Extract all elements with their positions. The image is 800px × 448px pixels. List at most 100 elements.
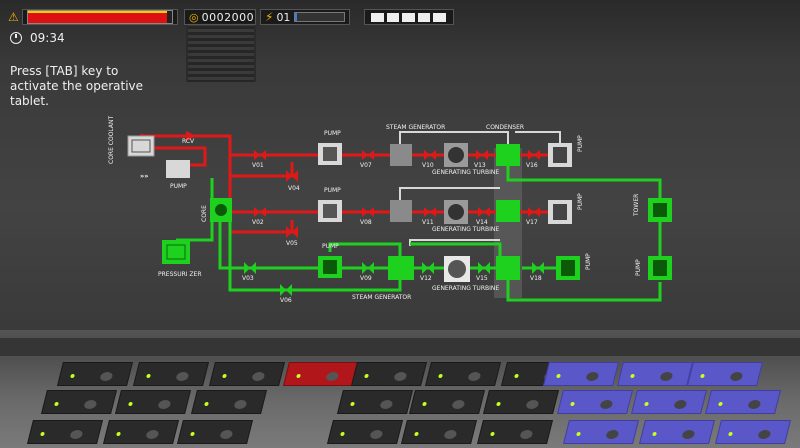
control-card[interactable]	[41, 390, 117, 414]
core-coolant-tank[interactable]	[127, 135, 155, 157]
valve-v10-icon[interactable]	[424, 150, 436, 160]
control-card[interactable]	[425, 362, 501, 386]
condenser-1[interactable]	[496, 144, 520, 166]
valve-v12-icon[interactable]	[422, 262, 434, 274]
control-knob-icon[interactable]	[757, 430, 772, 439]
steam-generator-3[interactable]	[388, 256, 414, 280]
valve-v08-icon[interactable]	[362, 207, 374, 217]
control-knob-icon[interactable]	[525, 400, 540, 409]
label-v12: V12	[420, 275, 432, 282]
control-knob-icon[interactable]	[251, 372, 266, 381]
inventory-slot	[371, 12, 384, 22]
valve-v02-icon[interactable]	[254, 207, 266, 217]
control-knob-icon[interactable]	[519, 430, 534, 439]
indicator-led-icon	[190, 432, 195, 436]
valve-v04-icon[interactable]	[286, 170, 298, 182]
label-v03: V03	[242, 275, 254, 282]
tower-pump-detail	[653, 260, 667, 276]
control-card[interactable]	[115, 390, 191, 414]
timer-value: 09:34	[30, 31, 65, 45]
control-knob-icon[interactable]	[83, 400, 98, 409]
control-knob-icon[interactable]	[99, 372, 114, 381]
valve-v11-icon[interactable]	[424, 207, 436, 217]
valve-v07-icon[interactable]	[362, 150, 374, 160]
control-card[interactable]	[327, 420, 403, 444]
valve-v17-icon[interactable]	[528, 207, 540, 217]
pressurizer-tank[interactable]	[162, 240, 190, 264]
valve-v13-icon[interactable]	[476, 150, 488, 160]
score-box: ◎ 0002000	[184, 9, 256, 25]
green-valves	[244, 262, 544, 296]
control-card[interactable]	[483, 390, 559, 414]
control-card[interactable]	[283, 362, 359, 386]
control-knob-icon[interactable]	[233, 400, 248, 409]
control-knob-icon[interactable]	[157, 400, 172, 409]
control-knob-icon[interactable]	[599, 400, 614, 409]
indicator-led-icon	[490, 432, 495, 436]
control-knob-icon[interactable]	[145, 430, 160, 439]
rcv-valve-icon[interactable]	[186, 131, 196, 141]
control-knob-icon[interactable]	[393, 372, 408, 381]
feed-pump-left[interactable]	[166, 160, 190, 178]
control-card[interactable]	[133, 362, 209, 386]
control-card[interactable]	[617, 362, 693, 386]
control-card[interactable]	[477, 420, 553, 444]
control-knob-icon[interactable]	[175, 372, 190, 381]
control-knob-icon[interactable]	[681, 430, 696, 439]
control-knob-icon[interactable]	[369, 430, 384, 439]
control-knob-icon[interactable]	[659, 372, 674, 381]
bolt-icon: ⚡	[265, 10, 274, 24]
control-card[interactable]	[177, 420, 253, 444]
valve-v05-icon[interactable]	[286, 226, 298, 238]
condenser-3[interactable]	[496, 256, 520, 280]
control-card[interactable]	[715, 420, 791, 444]
control-card[interactable]	[705, 390, 781, 414]
control-knob-icon[interactable]	[467, 372, 482, 381]
control-card[interactable]	[409, 390, 485, 414]
valve-v06-icon[interactable]	[280, 284, 292, 296]
valve-v03-icon[interactable]	[244, 262, 256, 274]
control-card[interactable]	[687, 362, 763, 386]
control-knob-icon[interactable]	[443, 430, 458, 439]
control-knob-icon[interactable]	[69, 430, 84, 439]
inventory-slot	[402, 12, 415, 22]
label-turbine-3: GENERATING TURBINE	[432, 285, 499, 292]
control-card[interactable]	[557, 390, 633, 414]
control-card[interactable]	[191, 390, 267, 414]
control-knob-icon[interactable]	[747, 400, 762, 409]
control-knob-icon[interactable]	[219, 430, 234, 439]
control-card[interactable]	[351, 362, 427, 386]
label-v04: V04	[288, 185, 300, 192]
control-knob-icon[interactable]	[729, 372, 744, 381]
control-card[interactable]	[563, 420, 639, 444]
control-card[interactable]	[401, 420, 477, 444]
control-knob-icon[interactable]	[673, 400, 688, 409]
control-knob-icon[interactable]	[605, 430, 620, 439]
control-card[interactable]	[57, 362, 133, 386]
valve-v01-icon[interactable]	[254, 150, 266, 160]
valve-v09-icon[interactable]	[362, 262, 374, 274]
valve-v18-icon[interactable]	[532, 262, 544, 274]
valve-v14-icon[interactable]	[478, 207, 490, 217]
control-card[interactable]	[639, 420, 715, 444]
control-knob-icon[interactable]	[325, 372, 340, 381]
control-card[interactable]	[27, 420, 103, 444]
control-card[interactable]	[631, 390, 707, 414]
steam-generator-2[interactable]	[390, 200, 412, 222]
control-card[interactable]	[103, 420, 179, 444]
control-card[interactable]	[337, 390, 413, 414]
control-knob-icon[interactable]	[451, 400, 466, 409]
condenser-2[interactable]	[496, 200, 520, 222]
inventory-slots	[364, 9, 454, 25]
control-knob-icon[interactable]	[379, 400, 394, 409]
right-pump-1-detail	[553, 147, 567, 163]
timer: 09:34	[10, 31, 65, 45]
control-card[interactable]	[543, 362, 619, 386]
right-pump-2-detail	[553, 204, 567, 220]
pump-3-detail	[323, 260, 337, 274]
valve-v16-icon[interactable]	[528, 150, 540, 160]
control-knob-icon[interactable]	[585, 372, 600, 381]
valve-v15-icon[interactable]	[478, 262, 490, 274]
control-card[interactable]	[209, 362, 285, 386]
steam-generator-1[interactable]	[390, 144, 412, 166]
